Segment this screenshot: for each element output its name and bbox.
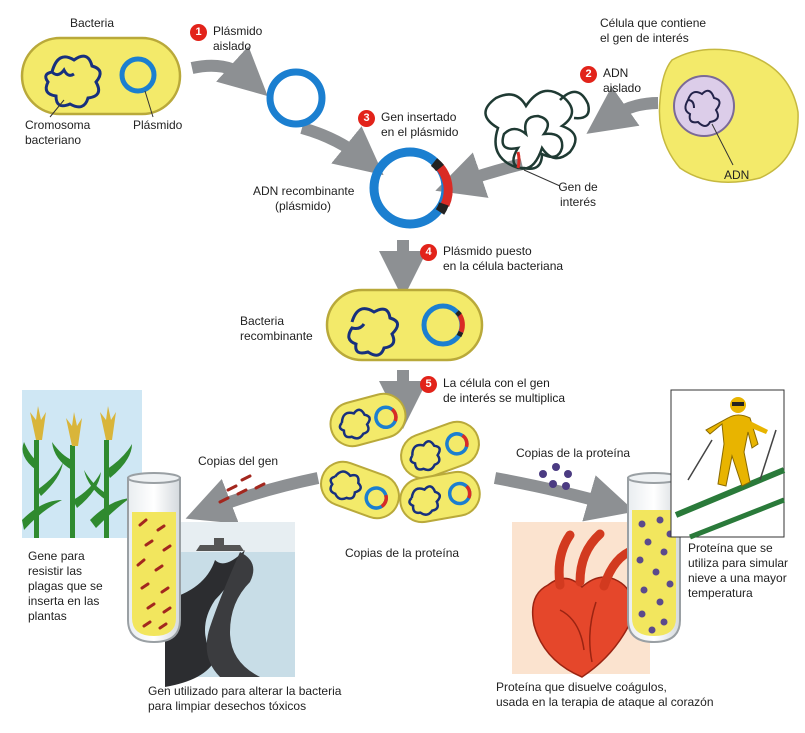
protein-copies: [539, 463, 572, 490]
label-bacterial-chromosome: Cromosoma bacteriano: [25, 118, 91, 147]
step-5: 5 La célula con el gen de interés se mul…: [420, 376, 565, 406]
label-protein-copies-top: Copias de la proteína: [516, 446, 631, 460]
label-protein-copies-bottom: Copias de la proteína: [345, 546, 460, 560]
step-5-number: 5: [420, 376, 437, 393]
cell-with-gene: [658, 48, 799, 183]
test-tube-protein: [627, 472, 681, 644]
arrow-plasmid-to-recombinant: [300, 122, 384, 176]
plasmid-in-bacterium: [119, 56, 157, 94]
step-1: 1 Plásmido aislado: [190, 24, 262, 54]
multiplied-bacteria: [320, 392, 481, 524]
label-snow-protein: Proteína que se utiliza para simular nie…: [688, 541, 789, 600]
label-dna: ADN: [724, 168, 750, 182]
step-4: 4 Plásmido puesto en la célula bacterian…: [420, 244, 563, 274]
label-plant-gene: Gene para resistir las plagas que se ins…: [28, 549, 103, 623]
recombinant-plasmid: [369, 147, 453, 229]
cell-nucleus: [673, 75, 735, 137]
label-toxic-cleanup: Gen utilizado para alterar la bacteria p…: [148, 684, 342, 713]
label-clot-protein: Proteína que disuelve coágulos, usada en…: [496, 680, 714, 709]
label-gene-copies: Copias del gen: [198, 454, 279, 468]
arrow-bacteria-to-plasmid: [190, 46, 268, 97]
label-bacteria: Bacteria: [70, 16, 115, 30]
label-plasmid: Plásmido: [133, 118, 183, 132]
step-5-text: La célula con el gen de interés se multi…: [443, 376, 566, 405]
step-3-text: Gen insertado en el plásmido: [381, 110, 459, 139]
isolated-plasmid: [266, 68, 326, 128]
step-1-text: Plásmido aislado: [213, 24, 263, 53]
step-2: 2 ADN aislado: [580, 66, 641, 96]
step-3: 3 Gen insertado en el plásmido: [358, 110, 458, 140]
step-1-number: 1: [190, 24, 207, 41]
label-recombinant-dna: ADN recombinante (plásmido): [253, 184, 355, 213]
bacterial-chromosome: [44, 54, 102, 109]
oil-spill-panel: [165, 522, 295, 687]
label-gene-of-interest: Gen de interés: [558, 180, 598, 209]
skier-panel: [670, 389, 786, 540]
isolated-dna: [484, 89, 590, 187]
corn-panel: [22, 390, 142, 538]
label-recombinant-bacterium: Bacteria recombinante: [240, 314, 313, 343]
step-3-number: 3: [358, 110, 375, 127]
recombinant-bacterium: [325, 288, 484, 362]
test-tube-gene: [127, 472, 181, 644]
step-4-number: 4: [420, 244, 437, 261]
label-cell-with-gene: Célula que contiene el gen de interés: [600, 16, 707, 45]
gene-copies: [218, 474, 266, 504]
step-2-number: 2: [580, 66, 597, 83]
arrow-to-gene-copies: [185, 472, 320, 524]
step-2-text: ADN aislado: [603, 66, 642, 95]
arrow-cell-to-dna: [586, 86, 659, 134]
bacterium-original: [20, 36, 182, 118]
step-4-text: Plásmido puesto en la célula bacteriana: [443, 244, 564, 273]
arrow-to-protein-copies: [493, 472, 636, 522]
gene-of-interest-segment: [516, 151, 521, 169]
